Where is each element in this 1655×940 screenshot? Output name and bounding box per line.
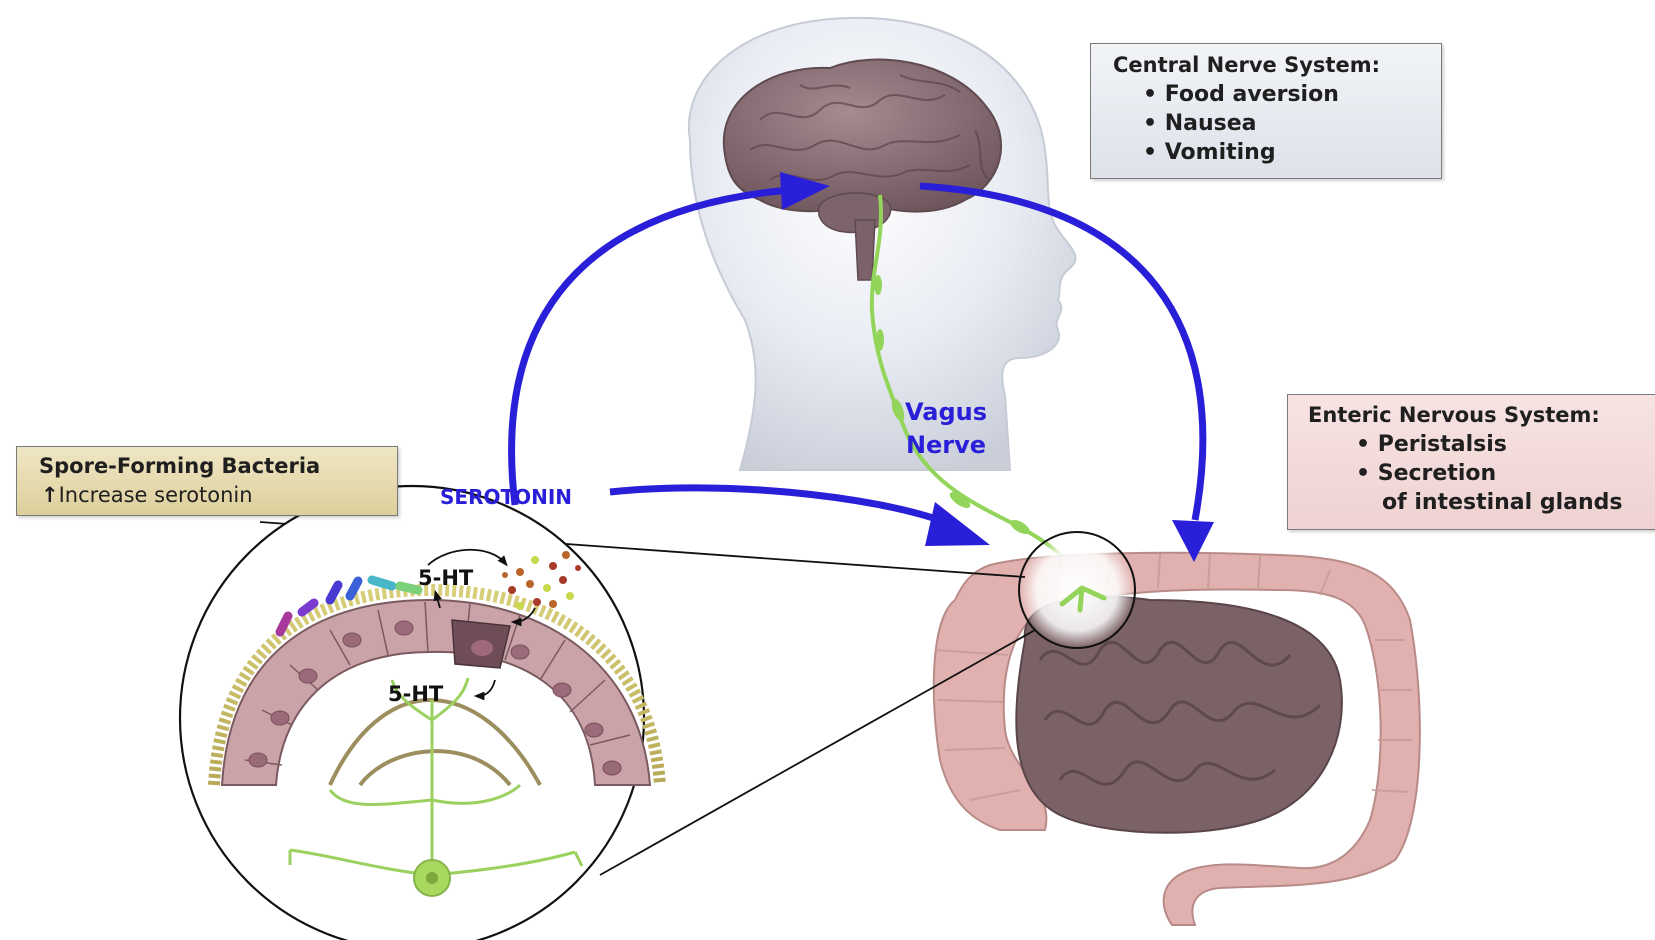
vagus-label-line1: Vagus xyxy=(905,396,987,429)
bacteria-subtitle: ↑Increase serotonin xyxy=(39,481,397,509)
zoomed-inset xyxy=(180,486,660,940)
increase-arrow-icon: ↑ xyxy=(41,483,59,507)
bacteria-title: Spore-Forming Bacteria xyxy=(39,451,397,481)
enteric-nervous-system-box: Enteric Nervous System: • Peristalsis • … xyxy=(1287,394,1655,530)
ens-effect-item-continuation: of intestinal glands xyxy=(1308,488,1655,517)
ens-effects-list: • Peristalsis • Secretion of intestinal … xyxy=(1308,430,1655,517)
bacteria-subtitle-text: Increase serotonin xyxy=(59,483,253,507)
serotonin-label: SEROTONIN xyxy=(440,485,572,509)
ens-effect-item: • Secretion xyxy=(1308,459,1655,488)
cns-effect-item: • Vomiting xyxy=(1113,138,1441,167)
5ht-label-lumen: 5-HT xyxy=(418,566,473,590)
ens-title: Enteric Nervous System: xyxy=(1308,401,1655,430)
ens-effect-item: • Peristalsis xyxy=(1308,430,1655,459)
cns-effect-item: • Food aversion xyxy=(1113,80,1441,109)
cns-effects-list: • Food aversion • Nausea • Vomiting xyxy=(1113,80,1441,167)
spore-forming-bacteria-box: Spore-Forming Bacteria ↑Increase seroton… xyxy=(16,446,398,516)
cns-effect-item: • Nausea xyxy=(1113,109,1441,138)
cns-title: Central Nerve System: xyxy=(1113,50,1441,80)
vagus-nerve-label: Vagus Nerve xyxy=(905,396,987,462)
central-nerve-system-box: Central Nerve System: • Food aversion • … xyxy=(1090,43,1442,179)
5ht-label-basolateral: 5-HT xyxy=(388,682,443,706)
vagus-label-line2: Nerve xyxy=(905,429,987,462)
